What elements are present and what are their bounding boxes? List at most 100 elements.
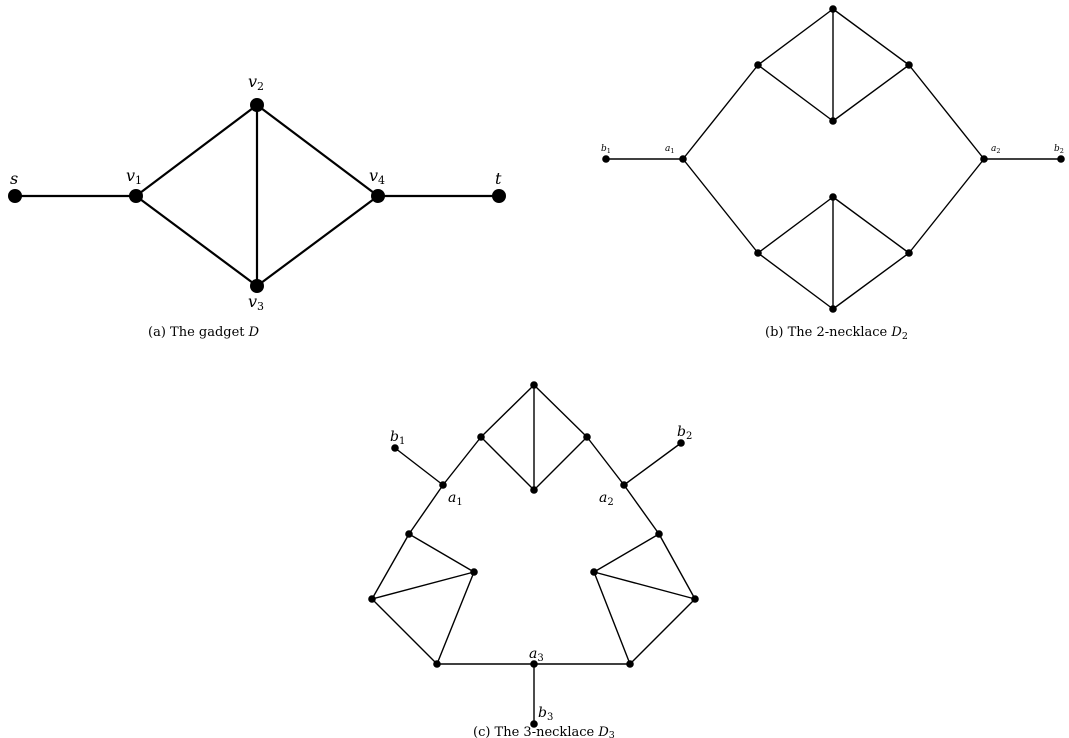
- gadget-edges: [13, 103, 501, 288]
- label-v4: v4: [369, 166, 385, 187]
- node-top: [530, 381, 538, 389]
- label-b3: b3: [538, 705, 553, 723]
- node-top: [829, 5, 837, 13]
- node-v3: [250, 279, 264, 293]
- edge-rout-r2: [629, 598, 696, 665]
- necklace2-labels: b1 a1 a2 b2: [601, 144, 1064, 155]
- edge-bottom-right-a2: [908, 158, 985, 254]
- edge-v3-v4: [255, 194, 380, 288]
- edge-tl-tmid: [480, 436, 535, 491]
- node-l1: [405, 530, 413, 538]
- node-v4: [371, 189, 385, 203]
- node-r2: [626, 660, 634, 668]
- edge-tl-top: [480, 384, 535, 438]
- edge-a2-b2: [623, 442, 682, 486]
- edge-v1-v3: [134, 194, 259, 288]
- edge-tr-a2: [586, 436, 625, 486]
- label-t: t: [495, 169, 502, 188]
- label-b2: b2: [677, 424, 692, 442]
- necklace2-diagram: b1 a1 a2 b2 (b) The 2-necklace D2: [601, 5, 1065, 342]
- edge-bottom-left-bot-mid: [757, 196, 834, 254]
- node-top-left: [754, 61, 762, 69]
- label-s: s: [10, 169, 18, 188]
- node-b2: [677, 439, 685, 447]
- edge-l1-lin: [408, 533, 475, 573]
- necklace3-nodes: [368, 381, 699, 728]
- edge-lout-lin: [371, 571, 475, 600]
- edge-a1-b1: [394, 447, 444, 486]
- edge-v1-v2: [134, 103, 259, 198]
- node-b3: [530, 720, 538, 728]
- label-a1: a1: [448, 490, 463, 508]
- node-top-right: [905, 61, 913, 69]
- node-bottom-right: [905, 249, 913, 257]
- edge-top-tr: [533, 384, 588, 438]
- node-b1: [602, 155, 610, 163]
- edge-a1-top-left: [682, 64, 759, 160]
- label-b1: b1: [601, 144, 611, 155]
- edge-top-left-top-mid: [757, 64, 834, 122]
- edge-bot-mid-bottom-right: [832, 196, 910, 254]
- label-a3: a3: [529, 646, 544, 664]
- node-bottom-left: [754, 249, 762, 257]
- edge-l1-lout: [371, 533, 410, 600]
- gadget-diagram: s v1 v2 v3 v4 t (a) The gadget D: [8, 72, 506, 340]
- node-tl: [477, 433, 485, 441]
- label-a2: a2: [599, 490, 614, 508]
- label-b1: b1: [390, 429, 405, 447]
- gadget-labels: s v1 v2 v3 v4 t: [10, 72, 502, 313]
- edge-lout-l2: [371, 598, 438, 665]
- node-lout: [368, 595, 376, 603]
- edge-a1-l1: [408, 484, 444, 535]
- node-bottom: [829, 305, 837, 313]
- node-a3: [530, 660, 538, 668]
- node-v2: [250, 98, 264, 112]
- node-lin: [470, 568, 478, 576]
- node-r1: [655, 530, 663, 538]
- edge-r1-rin: [593, 533, 660, 573]
- necklace3-labels: b1 a1 b2 a2 a3 b3: [390, 424, 692, 723]
- node-a2: [980, 155, 988, 163]
- caption-necklace3: (c) The 3-necklace D3: [473, 725, 615, 738]
- label-v1: v1: [126, 166, 142, 187]
- edge-bottom-bottom-right: [832, 252, 910, 310]
- node-l2: [433, 660, 441, 668]
- edge-a1-tl: [442, 436, 482, 486]
- necklace2-edges: [605, 8, 1062, 310]
- edge-top-right-a2: [908, 64, 985, 160]
- node-b1: [391, 444, 399, 452]
- node-b2: [1057, 155, 1065, 163]
- node-tr: [583, 433, 591, 441]
- label-v2: v2: [248, 72, 264, 93]
- edge-lin-l2: [436, 571, 475, 665]
- node-s: [8, 189, 22, 203]
- node-a1: [679, 155, 687, 163]
- node-rout: [691, 595, 699, 603]
- node-top-mid: [829, 117, 837, 125]
- necklace3-diagram: b1 a1 b2 a2 a3 b3 (c) The 3-necklace D3: [368, 381, 699, 738]
- node-a2: [620, 481, 628, 489]
- node-tmid: [530, 486, 538, 494]
- edge-tmid-tr: [533, 436, 588, 491]
- edge-rout-rin: [593, 571, 696, 600]
- edge-top-left-top: [757, 8, 834, 66]
- necklace2-nodes: [602, 5, 1065, 313]
- edge-top-top-right: [832, 8, 910, 66]
- caption-gadget: (a) The gadget D: [148, 325, 260, 340]
- label-a1: a1: [665, 144, 675, 155]
- edge-a1-bottom-left: [682, 158, 759, 254]
- gadget-nodes: [8, 98, 506, 293]
- label-a2: a2: [991, 144, 1001, 155]
- node-v1: [129, 189, 143, 203]
- edge-r1-rout: [658, 533, 696, 600]
- node-rin: [590, 568, 598, 576]
- edge-a2-r1: [623, 484, 660, 535]
- edge-top-mid-top-right: [832, 64, 910, 122]
- necklace3-edges: [371, 384, 696, 725]
- node-t: [492, 189, 506, 203]
- label-v3: v3: [248, 292, 264, 313]
- edge-rin-r2: [593, 571, 631, 665]
- label-b2: b2: [1054, 144, 1064, 155]
- node-a1: [439, 481, 447, 489]
